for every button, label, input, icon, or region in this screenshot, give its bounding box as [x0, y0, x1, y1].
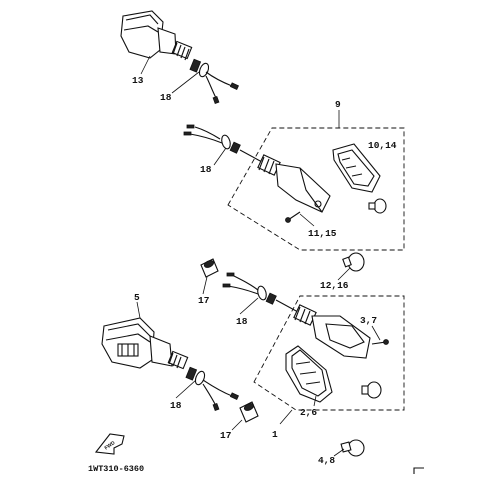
bulb-4-8 — [333, 439, 365, 457]
callout-12-16: 12,16 — [320, 280, 349, 291]
drawing-code: 1WT310-6360 — [88, 464, 144, 474]
wire-harness-mid — [222, 272, 299, 315]
callout-11-15: 11,15 — [308, 228, 337, 239]
callout-5: 5 — [134, 292, 140, 303]
threaded-stem — [171, 40, 193, 61]
frame-corner — [413, 467, 424, 474]
callout-4-8: 4,8 — [318, 455, 335, 466]
callout-2-6: 2,6 — [300, 407, 317, 418]
callout-18-mid: 18 — [200, 164, 212, 175]
callout-17-top: 17 — [198, 295, 210, 306]
svg-text:FWD: FWD — [104, 440, 117, 452]
callout-18-top: 18 — [160, 92, 172, 103]
grommet-17-top — [200, 258, 219, 295]
flasher-assembly-1 — [253, 295, 405, 425]
callout-10-14: 10,14 — [368, 140, 397, 151]
fwd-arrow-icon: FWD — [94, 433, 125, 455]
callout-18-left: 18 — [170, 400, 182, 411]
callout-13: 13 — [132, 75, 144, 86]
bulb-12-16 — [337, 252, 365, 281]
grommet-17-bottom — [231, 401, 259, 431]
callout-3-7: 3,7 — [360, 315, 377, 326]
callout-18-low: 18 — [236, 316, 248, 327]
flasher-assembly-5 — [101, 301, 240, 412]
callout-17-bottom: 17 — [220, 430, 232, 441]
flasher-assembly-9 — [183, 110, 405, 251]
callout-9: 9 — [335, 99, 341, 110]
flasher-assembly-top — [120, 10, 240, 105]
callout-1: 1 — [272, 429, 278, 440]
